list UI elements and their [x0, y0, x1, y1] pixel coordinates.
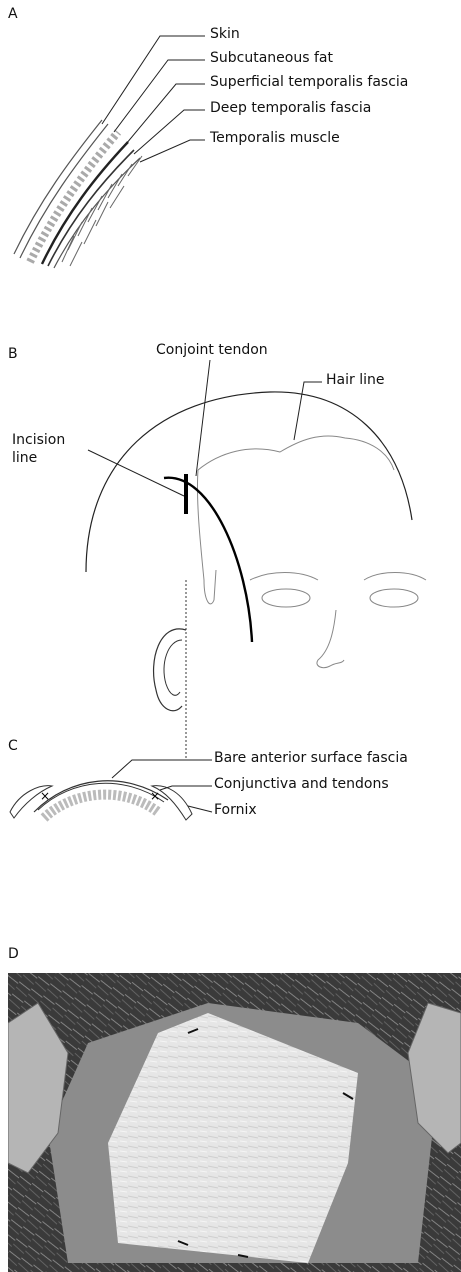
- ear-inner: [164, 640, 182, 695]
- superficial-fascia-layer: [42, 142, 128, 264]
- label-incision-line-2: line: [12, 450, 37, 466]
- nose: [317, 610, 344, 668]
- right-brow: [364, 573, 426, 581]
- conjoint-tendon-line: [164, 478, 252, 642]
- label-hair-line: Hair line: [326, 372, 384, 388]
- left-suture-mark: ×: [40, 789, 50, 803]
- globe-tissue: [44, 795, 158, 818]
- head-outline: [86, 392, 412, 572]
- label-skin: Skin: [210, 26, 240, 42]
- label-conjoint-tendon: Conjoint tendon: [156, 342, 268, 358]
- label-conjunctiva-and-tendons: Conjunctiva and tendons: [214, 776, 389, 792]
- panel-c-letter: C: [8, 738, 18, 754]
- label-deep-temporalis-fascia: Deep temporalis fascia: [210, 100, 371, 116]
- panel-d-letter: D: [8, 946, 19, 962]
- label-incision-line-1: Incision: [12, 432, 65, 448]
- left-brow: [250, 573, 318, 581]
- hair-line: [198, 436, 394, 470]
- right-suture-mark: ×: [150, 789, 160, 803]
- ear: [154, 629, 186, 711]
- label-temporalis-muscle: Temporalis muscle: [210, 130, 340, 146]
- surgical-photo-illustration: [8, 973, 461, 1272]
- label-superficial-temporalis-fascia: Superficial temporalis fascia: [210, 74, 408, 90]
- panel-b-letter: B: [8, 346, 18, 362]
- right-eye: [370, 589, 418, 607]
- label-subcutaneous-fat: Subcutaneous fat: [210, 50, 333, 66]
- left-eye: [262, 589, 310, 607]
- label-fornix: Fornix: [214, 802, 257, 818]
- forehead-contour: [197, 470, 216, 604]
- surgical-photo: [8, 973, 461, 1272]
- label-bare-anterior-surface-fascia: Bare anterior surface fascia: [214, 750, 408, 766]
